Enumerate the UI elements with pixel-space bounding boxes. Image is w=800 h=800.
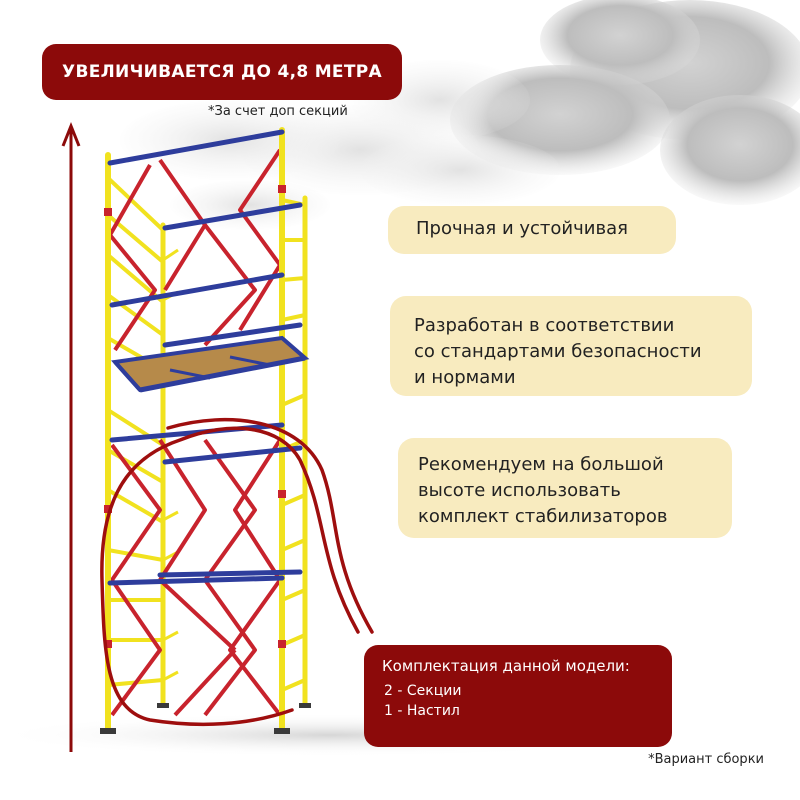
feature-line: со стандартами безопасности — [414, 341, 702, 362]
kit-list: 2 - Секции 1 - Настил — [382, 681, 672, 721]
feature-line: Прочная и устойчивая — [416, 218, 628, 239]
kit-contents-box: Комплектация данной модели: 2 - Секции 1… — [364, 645, 672, 747]
kit-item: 2 - Секции — [384, 683, 462, 699]
feature-card-stabilizers: Рекомендуем на большой высоте использова… — [398, 438, 732, 538]
section-highlight-loop — [100, 417, 374, 727]
feature-card-strength: Прочная и устойчивая — [388, 206, 676, 254]
up-arrow-icon — [61, 121, 81, 752]
kit-title: Комплектация данной модели: — [382, 657, 630, 675]
feature-line: Рекомендуем на большой — [418, 454, 664, 475]
feature-card-standards: Разработан в соответствии со стандартами… — [390, 296, 752, 396]
extra-sections-note: *За счет доп секций — [208, 104, 348, 119]
feature-line: Разработан в соответствии — [414, 315, 675, 336]
height-banner: УВЕЛИЧИВАЕТСЯ ДО 4,8 МЕТРА — [42, 44, 402, 100]
height-banner-text: УВЕЛИЧИВАЕТСЯ ДО 4,8 МЕТРА — [62, 62, 382, 82]
feature-line: высоте использовать — [418, 480, 621, 501]
feature-line: комплект стабилизаторов — [418, 506, 668, 527]
kit-item: 1 - Настил — [384, 703, 460, 719]
feature-line: и нормами — [414, 367, 516, 388]
assembly-variant-note: *Вариант сборки — [648, 752, 764, 767]
deck-platform — [111, 335, 310, 393]
